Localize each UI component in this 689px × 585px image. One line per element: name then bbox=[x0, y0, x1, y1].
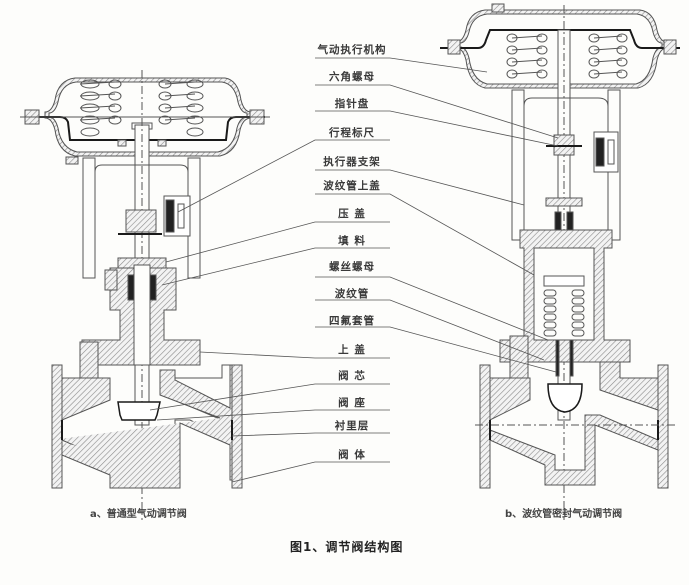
left-actuator-housing bbox=[20, 77, 270, 165]
label-screw-nut: 螺丝螺母 bbox=[329, 261, 375, 273]
label-valve-body: 阀 体 bbox=[338, 449, 366, 461]
caption-bellows-valve: b、波纹管密封气动调节阀 bbox=[505, 509, 623, 520]
left-body bbox=[51, 364, 243, 489]
leader-lines bbox=[149, 57, 559, 483]
label-hex-nut: 六角螺母 bbox=[329, 71, 375, 83]
bellows-folds bbox=[543, 289, 585, 337]
label-lining: 衬里层 bbox=[334, 420, 370, 432]
label-packing: 填 料 bbox=[338, 235, 366, 247]
label-stroke-scale: 行程标尺 bbox=[329, 127, 375, 139]
label-ptfe-sleeve: 四氟套管 bbox=[329, 315, 375, 327]
label-actuator-bracket: 执行器支架 bbox=[323, 156, 381, 168]
right-bonnet-bellows bbox=[499, 229, 631, 413]
right-body bbox=[475, 361, 675, 489]
label-pneumatic-actuator: 气动执行机构 bbox=[317, 44, 387, 56]
caption-standard-valve: a、普通型气动调节阀 bbox=[90, 509, 187, 520]
label-bellows: 波纹管 bbox=[334, 288, 370, 300]
figure-title: 图1、调节阀结构图 bbox=[290, 540, 404, 554]
right-springs bbox=[506, 33, 628, 79]
left-bonnet bbox=[79, 257, 201, 383]
left-springs bbox=[79, 79, 204, 137]
bellows-valve-drawing bbox=[440, 3, 680, 520]
label-gland: 压 盖 bbox=[338, 208, 366, 220]
label-valve-seat: 阀 座 bbox=[338, 397, 366, 409]
label-bonnet: 上 盖 bbox=[338, 344, 366, 356]
label-pointer-disc: 指针盘 bbox=[334, 98, 370, 110]
label-valve-plug: 阀 芯 bbox=[338, 370, 366, 382]
standard-valve-drawing bbox=[20, 70, 270, 520]
label-bellows-top-cover: 波纹管上盖 bbox=[323, 180, 381, 192]
